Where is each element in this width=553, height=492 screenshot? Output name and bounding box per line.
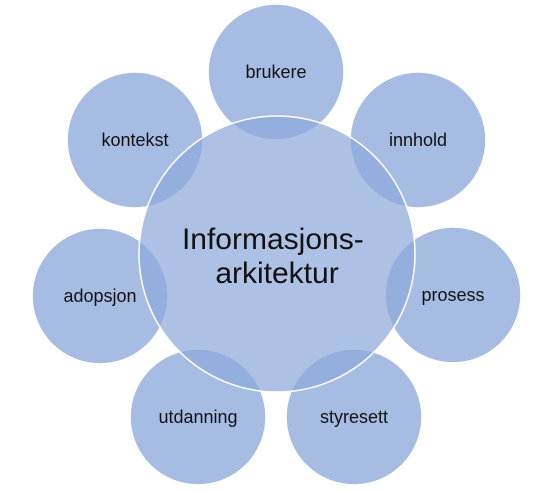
node-label-adopsjon: adopsjon — [63, 286, 136, 306]
node-label-innhold: innhold — [389, 130, 447, 150]
node-label-utdanning: utdanning — [158, 407, 237, 427]
center-title: Informasjons- arkitektur — [182, 223, 372, 290]
node-label-kontekst: kontekst — [101, 130, 168, 150]
center-circle — [138, 115, 416, 393]
center-title-line1: Informasjons- — [182, 223, 364, 256]
center-title-line2: arkitektur — [215, 257, 338, 290]
node-label-prosess: prosess — [421, 285, 484, 305]
node-label-brukere: brukere — [245, 62, 306, 82]
node-label-styresett: styresett — [320, 407, 388, 427]
